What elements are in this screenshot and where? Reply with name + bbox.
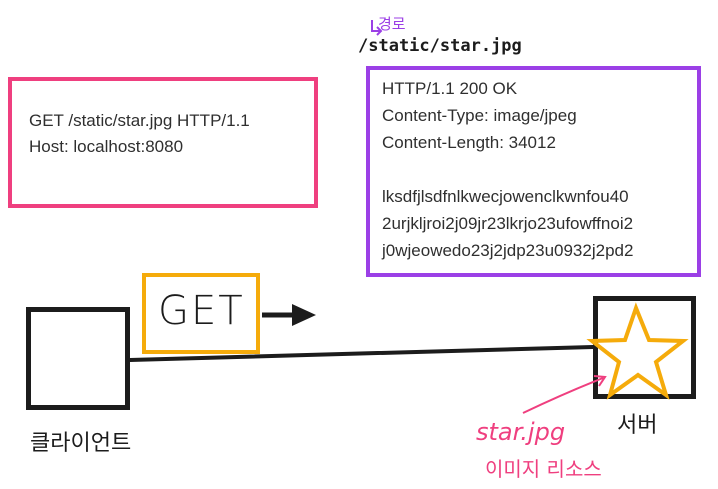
method-badge	[142, 273, 260, 354]
resource-filename: star.jpg	[476, 418, 566, 446]
client-node	[26, 307, 130, 410]
response-content-length: Content-Length: 34012	[382, 133, 556, 152]
response-status-line: HTTP/1.1 200 OK	[382, 79, 518, 98]
response-message-box	[366, 66, 701, 277]
arrow-right-icon	[262, 304, 316, 326]
request-message-box	[8, 77, 318, 208]
request-line: GET /static/star.jpg HTTP/1.1	[29, 111, 250, 130]
response-body-line: 2urjkljroi2j09jr23lkrjo23ufowffnoi2	[382, 214, 634, 233]
response-content-type: Content-Type: image/jpeg	[382, 106, 577, 125]
client-label: 클라이언트	[30, 431, 132, 456]
server-node	[593, 296, 696, 399]
method-label: GET	[158, 288, 245, 334]
path-label: /static/star.jpg	[358, 36, 522, 56]
response-body-line: lksdfjlsdfnlkwecjowenclkwnfou40	[382, 187, 629, 206]
path-hint-label: 경로	[378, 15, 406, 33]
response-body-line: j0wjeowedo23j2jdp23u0932j2pd2	[382, 241, 634, 260]
star-icon	[586, 302, 689, 401]
resource-caption: 이미지 리소스	[485, 457, 602, 481]
connection-line	[128, 345, 595, 362]
hook-arrow-icon	[371, 20, 383, 36]
request-host-header: Host: localhost:8080	[29, 137, 184, 156]
pointer-arrow-icon	[522, 375, 607, 414]
server-label: 서버	[617, 413, 658, 438]
